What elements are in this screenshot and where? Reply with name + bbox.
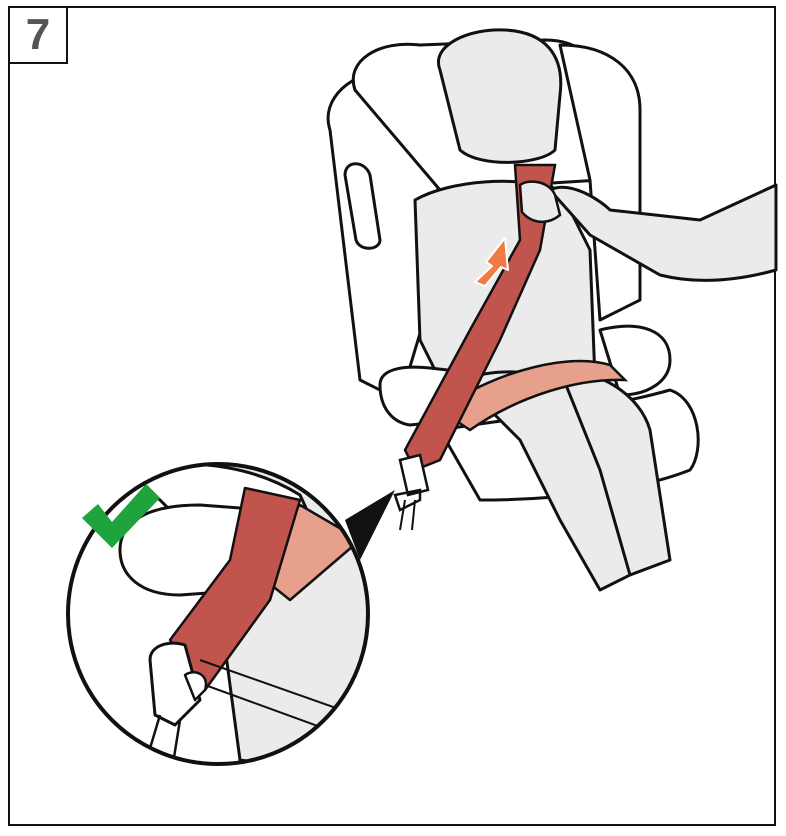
- step-number: 7: [25, 10, 51, 59]
- checkmark-icon: [82, 484, 160, 548]
- belt-buckle: [393, 453, 430, 512]
- step-number-box: 7: [8, 6, 68, 64]
- illustration-frame: [8, 6, 776, 826]
- zoom-detail: [66, 462, 370, 766]
- callout-pointer: [345, 490, 395, 560]
- up-arrow-icon: [474, 237, 509, 287]
- lap-belt: [437, 359, 629, 432]
- hand: [518, 180, 562, 223]
